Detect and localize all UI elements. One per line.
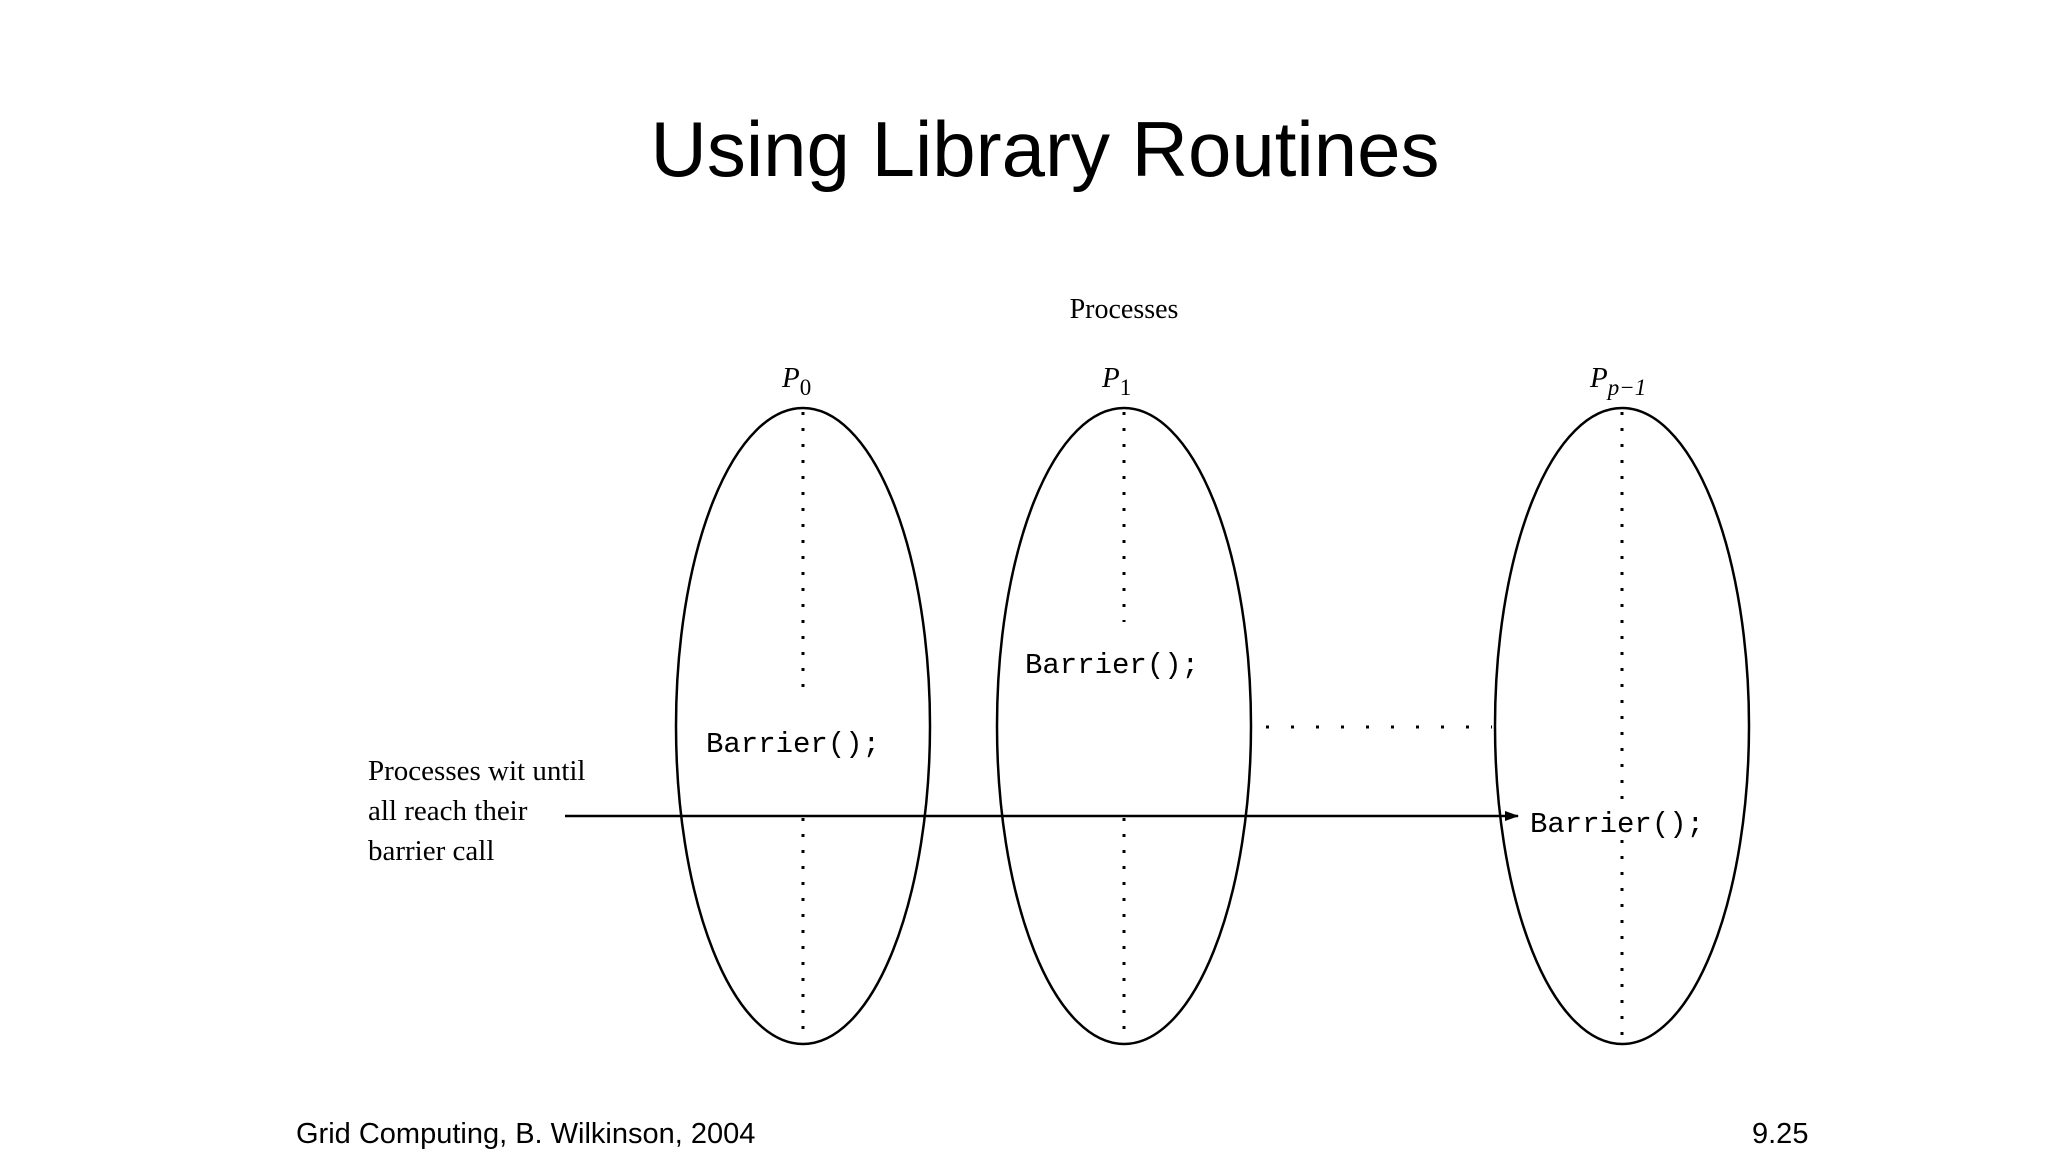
barrier-call-p1: Barrier(); bbox=[1025, 649, 1199, 682]
process-label-p0: P0 bbox=[781, 362, 811, 400]
process-ellipse-p1 bbox=[995, 406, 1253, 1046]
annotation-line-2: all reach their bbox=[368, 795, 528, 827]
slide-title: Using Library Routines bbox=[650, 105, 1440, 193]
process-label-pp-1: Pp−1 bbox=[1589, 362, 1646, 400]
process-ellipse-p0 bbox=[674, 406, 932, 1046]
annotation-line-1: Processes wit until bbox=[368, 755, 586, 787]
annotation-line-3: barrier call bbox=[368, 835, 494, 867]
processes-label: Processes bbox=[1070, 294, 1179, 325]
page-number: 9.25 bbox=[1752, 1118, 1809, 1150]
process-ellipse-pp-1 bbox=[1493, 406, 1751, 1046]
barrier-call-p0: Barrier(); bbox=[706, 728, 880, 761]
footer-credit: Grid Computing, B. Wilkinson, 2004 bbox=[296, 1118, 756, 1150]
process-label-p1: P1 bbox=[1101, 362, 1131, 400]
barrier-call-pp-1: Barrier(); bbox=[1530, 808, 1704, 841]
